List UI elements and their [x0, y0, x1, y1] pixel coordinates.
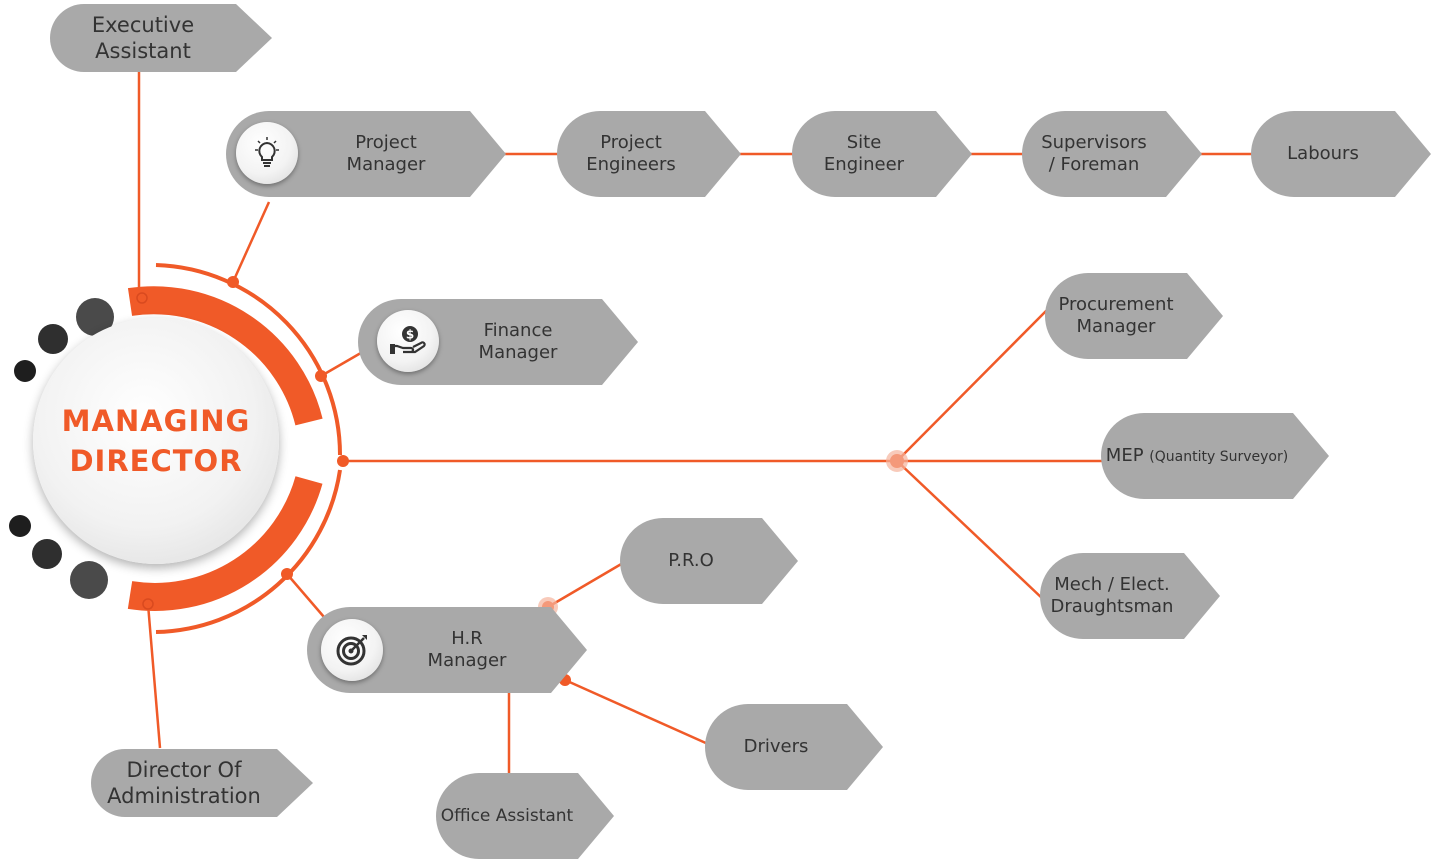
managing-director-line1: MANAGING: [61, 404, 251, 438]
office-assistant-label: Office Assistant: [440, 806, 574, 826]
decor-dot: [38, 324, 68, 354]
finance-manager-label: Finance Manager: [478, 320, 558, 363]
mep-subtitle: (Quantity Surveyor): [1149, 448, 1289, 465]
svg-text:$: $: [406, 328, 414, 342]
labours-node[interactable]: Labours: [1251, 111, 1431, 197]
thick-arc-top: [127, 286, 323, 426]
drivers-node[interactable]: Drivers: [705, 704, 883, 790]
decor-dot: [32, 539, 62, 569]
decor-dot: [14, 360, 36, 382]
thick-arc-bottom: [127, 476, 323, 611]
mep-title: MEP: [1105, 444, 1144, 466]
mech-elect-draughtsman-label: Mech / Elect. Draughtsman: [1050, 574, 1174, 617]
target-icon: [321, 619, 383, 681]
executive-assistant-label: Executive Assistant: [91, 13, 195, 63]
mep-node[interactable]: MEP (Quantity Surveyor): [1101, 413, 1329, 499]
site-engineer-label: Site Engineer: [823, 132, 905, 175]
pro-node[interactable]: P.R.O: [620, 518, 798, 604]
site-engineer-node[interactable]: Site Engineer: [792, 111, 972, 197]
decor-dot: [70, 561, 108, 599]
project-manager-label: Project Manager: [346, 132, 426, 175]
executive-assistant-node[interactable]: Executive Assistant: [50, 4, 272, 72]
pro-label: P.R.O: [668, 550, 714, 571]
outer-ring-top: [155, 263, 342, 456]
project-engineers-label: Project Engineers: [586, 132, 676, 175]
procurement-manager-label: Procurement Manager: [1058, 294, 1174, 337]
outer-ring-bottom: [155, 469, 342, 634]
decor-dot: [9, 515, 31, 537]
lightbulb-icon: [236, 122, 298, 184]
money-hand-icon: $: [377, 310, 439, 372]
procurement-manager-node[interactable]: Procurement Manager: [1045, 273, 1223, 359]
supervisors-foreman-label: Supervisors / Foreman: [1041, 132, 1147, 175]
hr-manager-label: H.R Manager: [427, 628, 507, 671]
managing-director-line2: DIRECTOR: [69, 444, 243, 478]
director-of-administration-label: Director Of Administration: [107, 758, 261, 808]
office-assistant-node[interactable]: Office Assistant: [436, 773, 614, 859]
director-of-administration-node[interactable]: Director Of Administration: [91, 749, 313, 817]
managing-director-node[interactable]: MANAGING DIRECTOR: [33, 318, 279, 564]
mep-label: MEP (Quantity Surveyor): [1106, 445, 1288, 468]
labours-label: Labours: [1287, 143, 1359, 164]
drivers-label: Drivers: [743, 736, 809, 757]
supervisors-foreman-node[interactable]: Supervisors / Foreman: [1022, 111, 1202, 197]
mech-elect-draughtsman-node[interactable]: Mech / Elect. Draughtsman: [1040, 553, 1220, 639]
project-engineers-node[interactable]: Project Engineers: [557, 111, 741, 197]
